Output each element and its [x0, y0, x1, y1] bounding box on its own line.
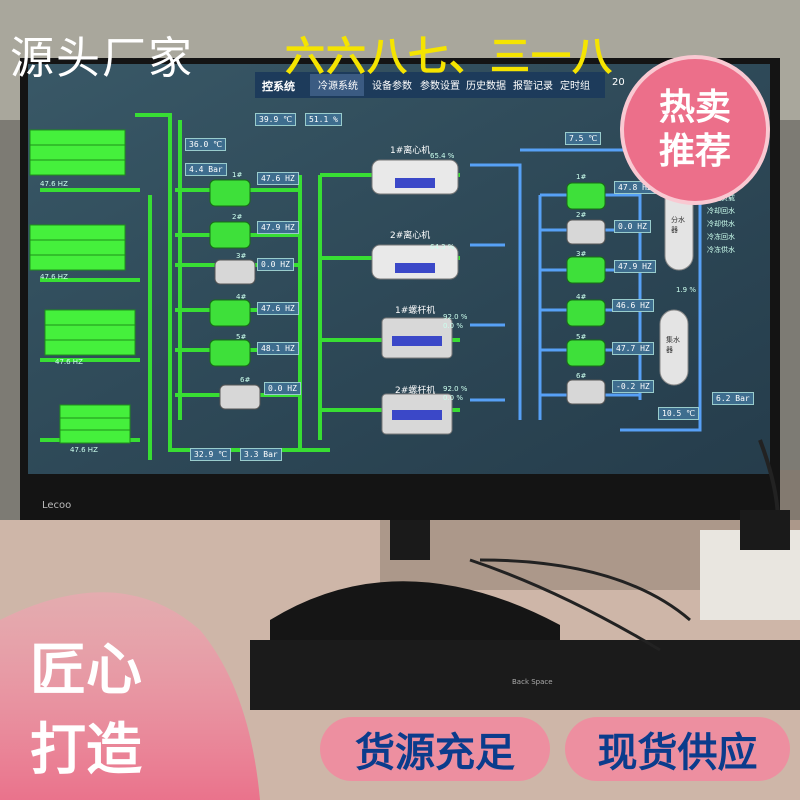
chiller-load: 92.0 %	[443, 313, 468, 321]
pump-name: 5#	[576, 333, 587, 341]
pump-hz: -0.2 HZ	[612, 380, 654, 393]
year-fragment: 20	[612, 77, 625, 88]
cooling-tower	[44, 309, 136, 356]
tab-alarms[interactable]: 报警记录	[513, 81, 553, 92]
top-value: 7.5 ℃	[565, 132, 602, 145]
pump-name: 4#	[236, 293, 247, 301]
pump	[566, 379, 606, 405]
tower-hz: 47.6 HZ	[55, 358, 83, 366]
pump-hz: 48.1 HZ	[257, 342, 299, 355]
left-value: 4.4 Bar	[185, 163, 227, 176]
pump-hz: 47.7 HZ	[612, 342, 654, 355]
pump-hz: 47.9 HZ	[614, 260, 656, 273]
water-tank	[659, 309, 689, 386]
badge-line: 热卖	[658, 87, 731, 128]
pump-name: 1#	[232, 171, 243, 179]
pump-name: 6#	[576, 372, 587, 380]
tab-device-params[interactable]: 设备参数	[372, 81, 412, 92]
phone-number: 六六八七、三一八	[285, 34, 613, 80]
pump	[209, 299, 251, 327]
badge-line: 推荐	[658, 131, 731, 172]
tank-label: 集水器	[666, 336, 680, 354]
cooling-tower	[29, 129, 126, 176]
pump-name: 2#	[576, 211, 587, 219]
pump-hz: 0.0 HZ	[257, 258, 294, 271]
left-value: 32.9 ℃	[190, 448, 232, 461]
pump-name: 5#	[236, 333, 247, 341]
supply-pill-left: 货源充足	[320, 717, 550, 781]
craft-corner-decor	[0, 592, 260, 800]
chiller-name: 1#螺杆机	[395, 306, 436, 316]
tower-hz: 47.6 HZ	[40, 180, 68, 188]
chiller-load: 0.0 %	[443, 394, 464, 402]
chiller-load: 64.3 %	[430, 243, 455, 251]
keyboard-key-label: Back Space	[512, 678, 553, 686]
pump-name: 3#	[576, 250, 587, 258]
right-label: 冷冻回水	[707, 233, 735, 241]
right-value: 1.9 %	[676, 286, 697, 294]
craft-line-1: 匠心	[30, 638, 142, 703]
tower-hz: 47.6 HZ	[70, 446, 98, 454]
monitor-brand: Lecoo	[42, 500, 72, 511]
tower-hz: 47.6 HZ	[40, 273, 68, 281]
pump	[566, 339, 606, 367]
right-label: 冷冻供水	[707, 246, 735, 254]
pump-hz: 47.6 HZ	[257, 172, 299, 185]
supply-pill-right: 现货供应	[565, 717, 790, 781]
right-value: 10.5 ℃	[658, 407, 700, 420]
screen-title: 控系统	[262, 80, 295, 93]
right-label: 冷却供水	[707, 220, 735, 228]
top-value: 51.1 %	[305, 113, 342, 126]
chiller-load: 0.0 %	[443, 322, 464, 330]
hot-sale-badge: 热卖 推荐	[620, 55, 770, 205]
right-value: 6.2 Bar	[712, 392, 754, 405]
tab-timer-group[interactable]: 定时组	[560, 81, 590, 92]
left-value: 3.3 Bar	[240, 448, 282, 461]
tab-history[interactable]: 历史数据	[466, 81, 506, 92]
pump-hz: 46.6 HZ	[612, 299, 654, 312]
chiller-name: 2#螺杆机	[395, 386, 436, 396]
brand-title: 源头厂家	[10, 33, 194, 84]
craft-line-2: 打造	[30, 718, 142, 783]
pump	[566, 256, 606, 284]
pump	[214, 259, 256, 285]
pump	[566, 219, 606, 245]
pump	[219, 384, 261, 410]
cooling-tower	[29, 224, 126, 271]
pump-hz: 0.0 HZ	[614, 220, 651, 233]
left-value: 36.0 ℃	[185, 138, 227, 151]
tab-cold-source[interactable]: 冷源系统	[318, 81, 358, 92]
pump-hz: 47.9 HZ	[257, 221, 299, 234]
cooling-tower	[59, 404, 131, 444]
top-value: 39.9 ℃	[255, 113, 297, 126]
tab-param-settings[interactable]: 参数设置	[420, 81, 460, 92]
pump-name: 4#	[576, 293, 587, 301]
chiller-name: 2#离心机	[390, 231, 431, 241]
chiller-load: 92.0 %	[443, 385, 468, 393]
chiller	[371, 244, 459, 280]
pump-name: 6#	[240, 376, 251, 384]
right-label: 冷却回水	[707, 207, 735, 215]
pump	[209, 221, 251, 249]
pump	[566, 299, 606, 327]
pump-hz: 47.6 HZ	[257, 302, 299, 315]
pump	[566, 182, 606, 210]
keyboard	[250, 640, 800, 710]
chiller-load: 65.4 %	[430, 152, 455, 160]
chiller-name: 1#离心机	[390, 146, 431, 156]
chiller	[371, 159, 459, 195]
pump-name: 1#	[576, 173, 587, 181]
pump-name: 2#	[232, 213, 243, 221]
pump	[209, 179, 251, 207]
pump	[209, 339, 251, 367]
pump-hz: 0.0 HZ	[264, 382, 301, 395]
tank-label: 分水器	[671, 216, 685, 234]
pump-name: 3#	[236, 252, 247, 260]
